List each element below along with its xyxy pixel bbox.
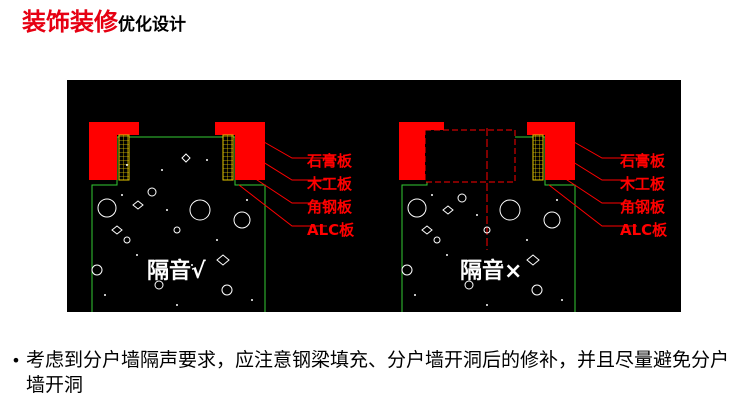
- concrete-aggregate-left: [91, 153, 251, 296]
- label-alc-right: ALC板: [620, 221, 668, 239]
- slide-title: 装饰装修优化设计: [22, 10, 186, 34]
- bullet-note: • 考虑到分户墙隔声要求，应注意钢梁填充、分户墙开洞后的修补，并且尽量避免分户墙…: [6, 348, 738, 398]
- concrete-aggregate-right: [401, 193, 561, 296]
- label-plywood-right: 木工板: [619, 175, 666, 193]
- panel-right: 石膏板 木工板 角钢板 ALC板 隔音×: [399, 122, 668, 312]
- note-text: 考虑到分户墙隔声要求，应注意钢梁填充、分户墙开洞后的修补，并且尽量避免分户墙开洞: [26, 349, 730, 396]
- title-main: 装饰装修: [22, 8, 118, 36]
- label-plywood-left: 木工板: [306, 175, 353, 193]
- leader-lines-right: [548, 137, 637, 227]
- label-gypsum-right: 石膏板: [619, 152, 666, 170]
- label-angle-steel-right: 角钢板: [620, 198, 666, 216]
- wall-outline-left: [91, 136, 266, 312]
- label-gypsum-left: 石膏板: [306, 152, 353, 170]
- panel-left: 石膏板 木工板 角钢板 ALC板 隔音√: [89, 122, 355, 312]
- cad-drawing: 石膏板 木工板 角钢板 ALC板 隔音√: [67, 80, 681, 312]
- caption-right: 隔音×: [460, 258, 522, 284]
- leader-lines-left: [238, 137, 327, 227]
- label-alc-left: ALC板: [307, 221, 355, 239]
- wall-opening: [424, 129, 516, 183]
- title-sub: 优化设计: [118, 15, 186, 35]
- label-angle-steel-left: 角钢板: [307, 198, 353, 216]
- drawing-background: [67, 80, 681, 312]
- gypsum-board-top-right: [215, 122, 265, 135]
- caption-left: 隔音√: [147, 258, 206, 284]
- bullet-dot: •: [11, 351, 21, 370]
- plywood-right-b: [532, 134, 544, 181]
- concrete-dots-left: [104, 159, 253, 306]
- gypsum-board-top-right-b: [527, 122, 575, 135]
- plywood-left-b: [222, 134, 234, 181]
- concrete-dots-right: [414, 194, 563, 306]
- gypsum-board-top-left: [89, 122, 139, 135]
- plywood-left-a: [118, 134, 130, 181]
